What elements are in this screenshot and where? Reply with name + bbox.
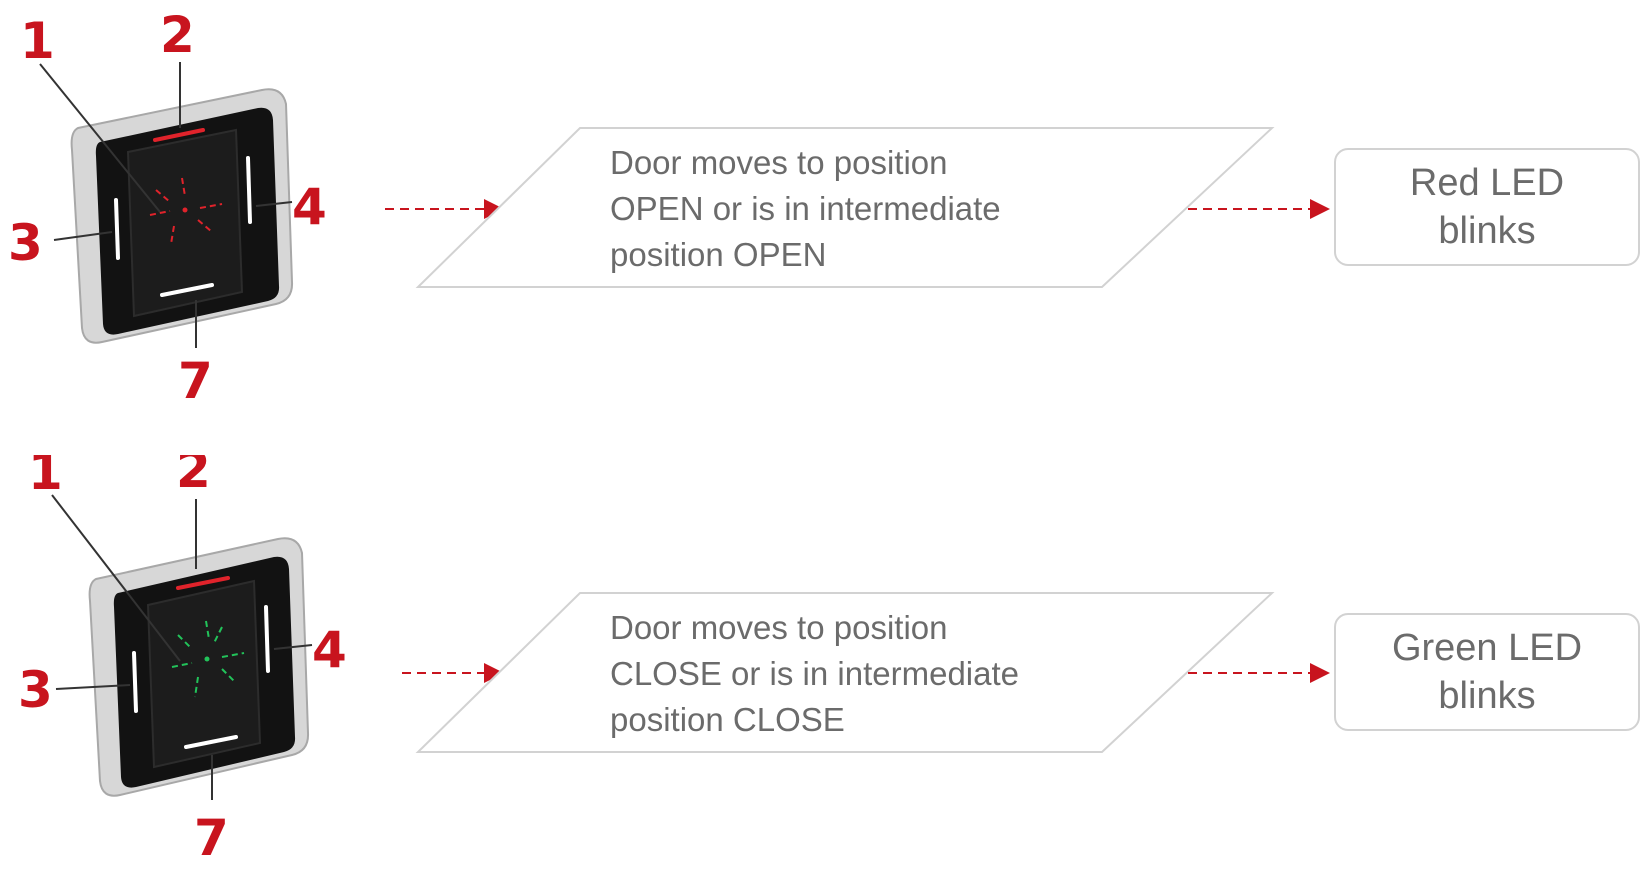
open-state-row: 1 2 3 4 7 Door moves to position OPEN or… <box>0 0 1647 420</box>
condition-line: position CLOSE <box>610 701 845 738</box>
callout-label-7: 7 <box>194 809 229 867</box>
condition-parallelogram <box>415 592 1275 753</box>
close-state-row: 1 2 3 4 7 Door moves to position CLOSE o… <box>0 455 1647 875</box>
callout-label-3: 3 <box>18 661 53 719</box>
condition-line: Door moves to position <box>610 609 948 646</box>
condition-text-close: Door moves to position CLOSE or is in in… <box>610 605 1090 743</box>
condition-parallelogram <box>415 127 1275 288</box>
result-box-green: Green LED blinks <box>1334 613 1640 731</box>
condition-line: CLOSE or is in intermediate <box>610 655 1020 692</box>
condition-text-open: Door moves to position OPEN or is in int… <box>610 140 1090 278</box>
callout-label-2: 2 <box>176 455 211 499</box>
result-line: blinks <box>1438 675 1536 717</box>
callout-label-1: 1 <box>20 12 55 70</box>
result-line: blinks <box>1438 210 1536 252</box>
callout-label-2: 2 <box>160 6 195 64</box>
green-star-icon <box>171 620 245 698</box>
flow-connectors <box>385 127 1330 288</box>
result-line: Red LED <box>1409 162 1565 204</box>
callout-label-3: 3 <box>8 214 43 272</box>
sensor-device-open: 1 2 3 4 7 <box>8 6 327 410</box>
callout-label-7: 7 <box>178 352 213 410</box>
callout-label-4: 4 <box>292 178 327 236</box>
callout-label-1: 1 <box>28 455 63 501</box>
sensor-device-close: 1 2 3 4 7 <box>18 455 347 867</box>
red-star-icon <box>149 177 223 245</box>
flow-connectors <box>402 592 1330 753</box>
condition-line: position OPEN <box>610 236 827 273</box>
result-line: Green LED <box>1391 627 1583 669</box>
callout-label-4: 4 <box>312 621 347 679</box>
condition-line: Door moves to position <box>610 144 948 181</box>
condition-line: OPEN or is in intermediate <box>610 190 1001 227</box>
result-box-red: Red LED blinks <box>1334 148 1640 266</box>
